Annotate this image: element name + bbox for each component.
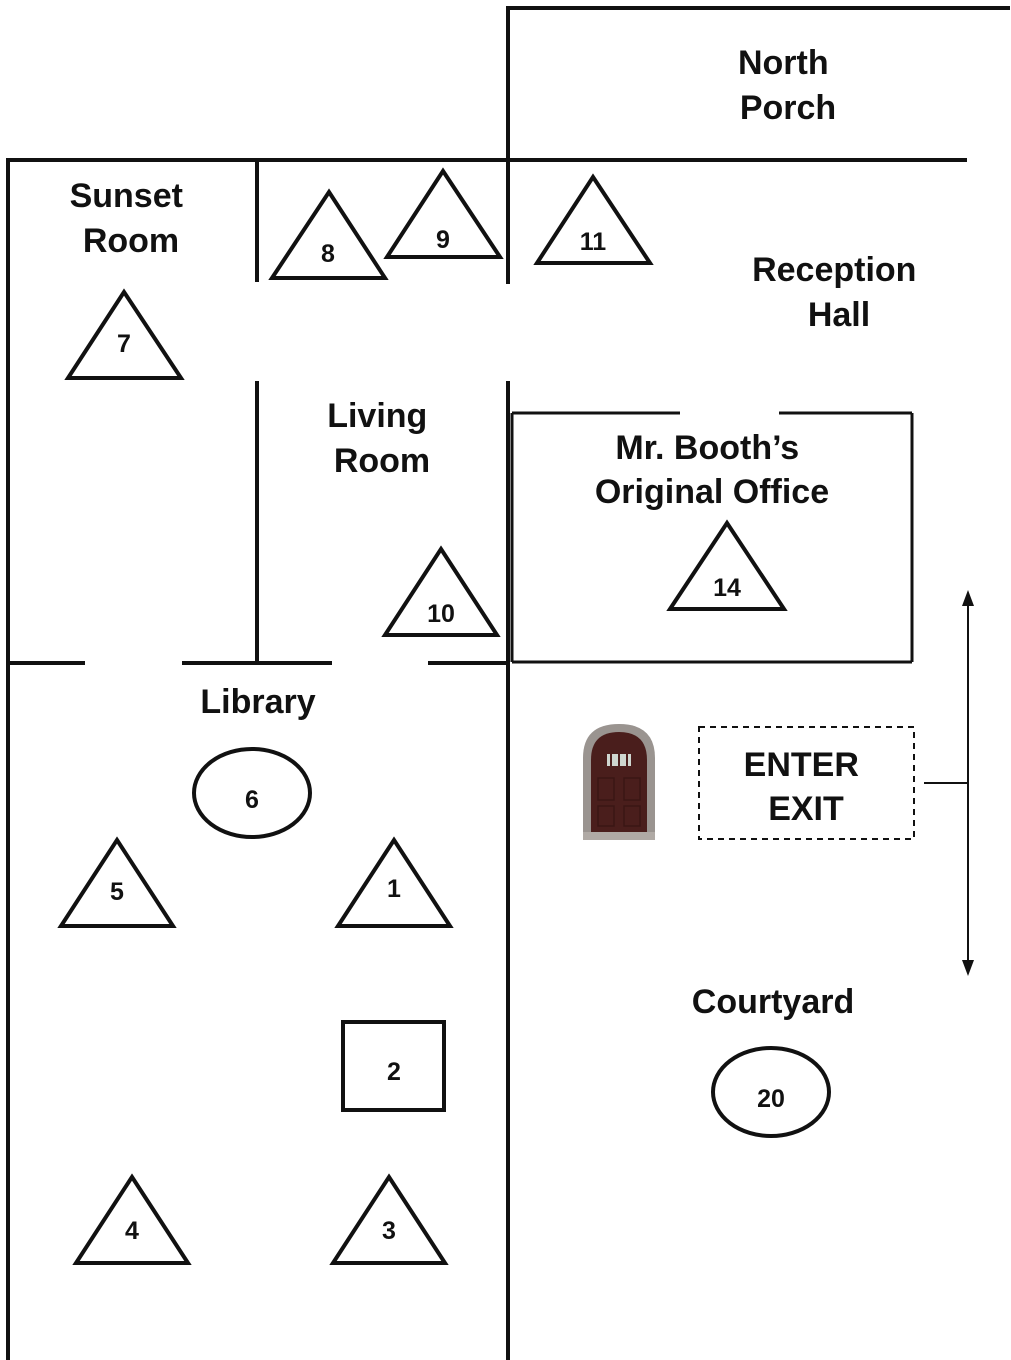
svg-text:7: 7 xyxy=(117,330,131,358)
svg-text:3: 3 xyxy=(382,1217,396,1245)
stop-10[interactable]: 10 xyxy=(381,545,501,637)
svg-text:6: 6 xyxy=(245,786,259,814)
stop-2[interactable]: 2 xyxy=(341,1020,446,1112)
room-label-reception-hall: Reception Hall xyxy=(752,251,926,334)
stop-11[interactable]: 11 xyxy=(533,173,654,265)
enter-label: ENTER EXIT xyxy=(744,746,869,828)
stop-9[interactable]: 9 xyxy=(383,167,504,259)
svg-text:8: 8 xyxy=(321,240,335,268)
room-label-office: Mr. Booth’s Original Office xyxy=(595,429,829,511)
room-label-library: Library xyxy=(200,683,315,721)
enter-exit-box[interactable]: ENTER EXIT xyxy=(698,726,915,840)
stop-7[interactable]: 7 xyxy=(64,288,185,380)
svg-text:4: 4 xyxy=(125,1217,139,1245)
room-label-sunset-room: Sunset Room xyxy=(70,177,193,260)
stop-14[interactable]: 14 xyxy=(666,519,788,611)
walls xyxy=(6,6,1010,1360)
stop-3[interactable]: 3 xyxy=(329,1173,449,1265)
stop-6[interactable]: 6 xyxy=(192,747,312,839)
stop-1[interactable]: 1 xyxy=(334,836,454,928)
svg-text:9: 9 xyxy=(436,226,450,254)
svg-text:11: 11 xyxy=(580,228,607,256)
svg-text:1: 1 xyxy=(387,875,401,903)
svg-text:10: 10 xyxy=(427,600,455,628)
stop-8[interactable]: 8 xyxy=(268,188,389,280)
svg-text:14: 14 xyxy=(713,574,741,602)
stop-4[interactable]: 4 xyxy=(72,1173,192,1265)
room-label-courtyard: Courtyard xyxy=(692,983,854,1021)
svg-text:20: 20 xyxy=(757,1085,785,1113)
room-label-living-room: Living Room xyxy=(327,397,437,480)
double-arrow-icon xyxy=(924,590,974,976)
room-label-north-porch: North Porch xyxy=(738,44,838,127)
arched-door-icon xyxy=(583,724,655,840)
stop-20[interactable]: 20 xyxy=(711,1046,831,1138)
stop-5[interactable]: 5 xyxy=(57,836,177,928)
svg-text:5: 5 xyxy=(110,878,124,906)
svg-text:2: 2 xyxy=(387,1058,401,1086)
